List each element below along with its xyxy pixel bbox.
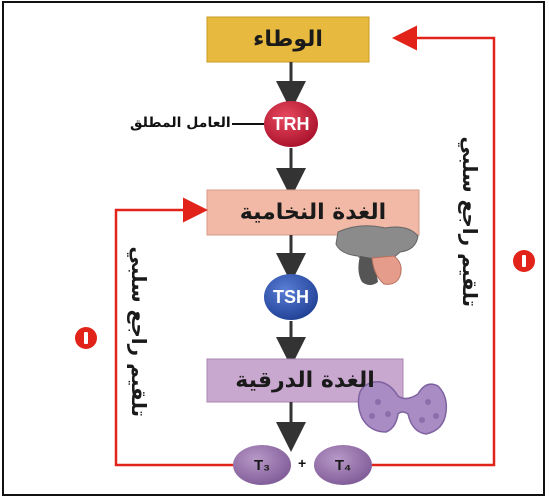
hypothalamus-box [206,16,370,63]
tsh-label: TSH [273,286,309,307]
feedback-label-left: تلقيم راجع سلبي [127,246,151,417]
plus-sign: + [298,455,307,471]
t3-circle [233,445,291,485]
diagram-frame [2,1,545,496]
thyroid-gland-icon [357,381,448,435]
thyroid-label: الغدة الدرقية [235,368,375,393]
t4-circle [314,445,372,485]
feedback-line-right [372,25,496,467]
trh-label: TRH [272,113,310,134]
pituitary-label: الغدة النخامية [239,200,387,225]
inhibition-left-icon [75,327,97,349]
trh-releasing-factor-label: العامل المطلق [130,115,231,131]
tsh-circle [264,274,318,320]
t3-label: T₃ [253,456,271,474]
pituitary-gland-icon [335,225,419,285]
inhibition-right-icon [513,250,535,272]
t4-label: T₄ [334,456,352,474]
feedback-line-left [114,197,233,467]
hypothalamus-label: الوطاء [253,27,323,52]
trh-circle [264,101,318,147]
feedback-label-right: تلقيم راجع سلبي [458,136,482,307]
